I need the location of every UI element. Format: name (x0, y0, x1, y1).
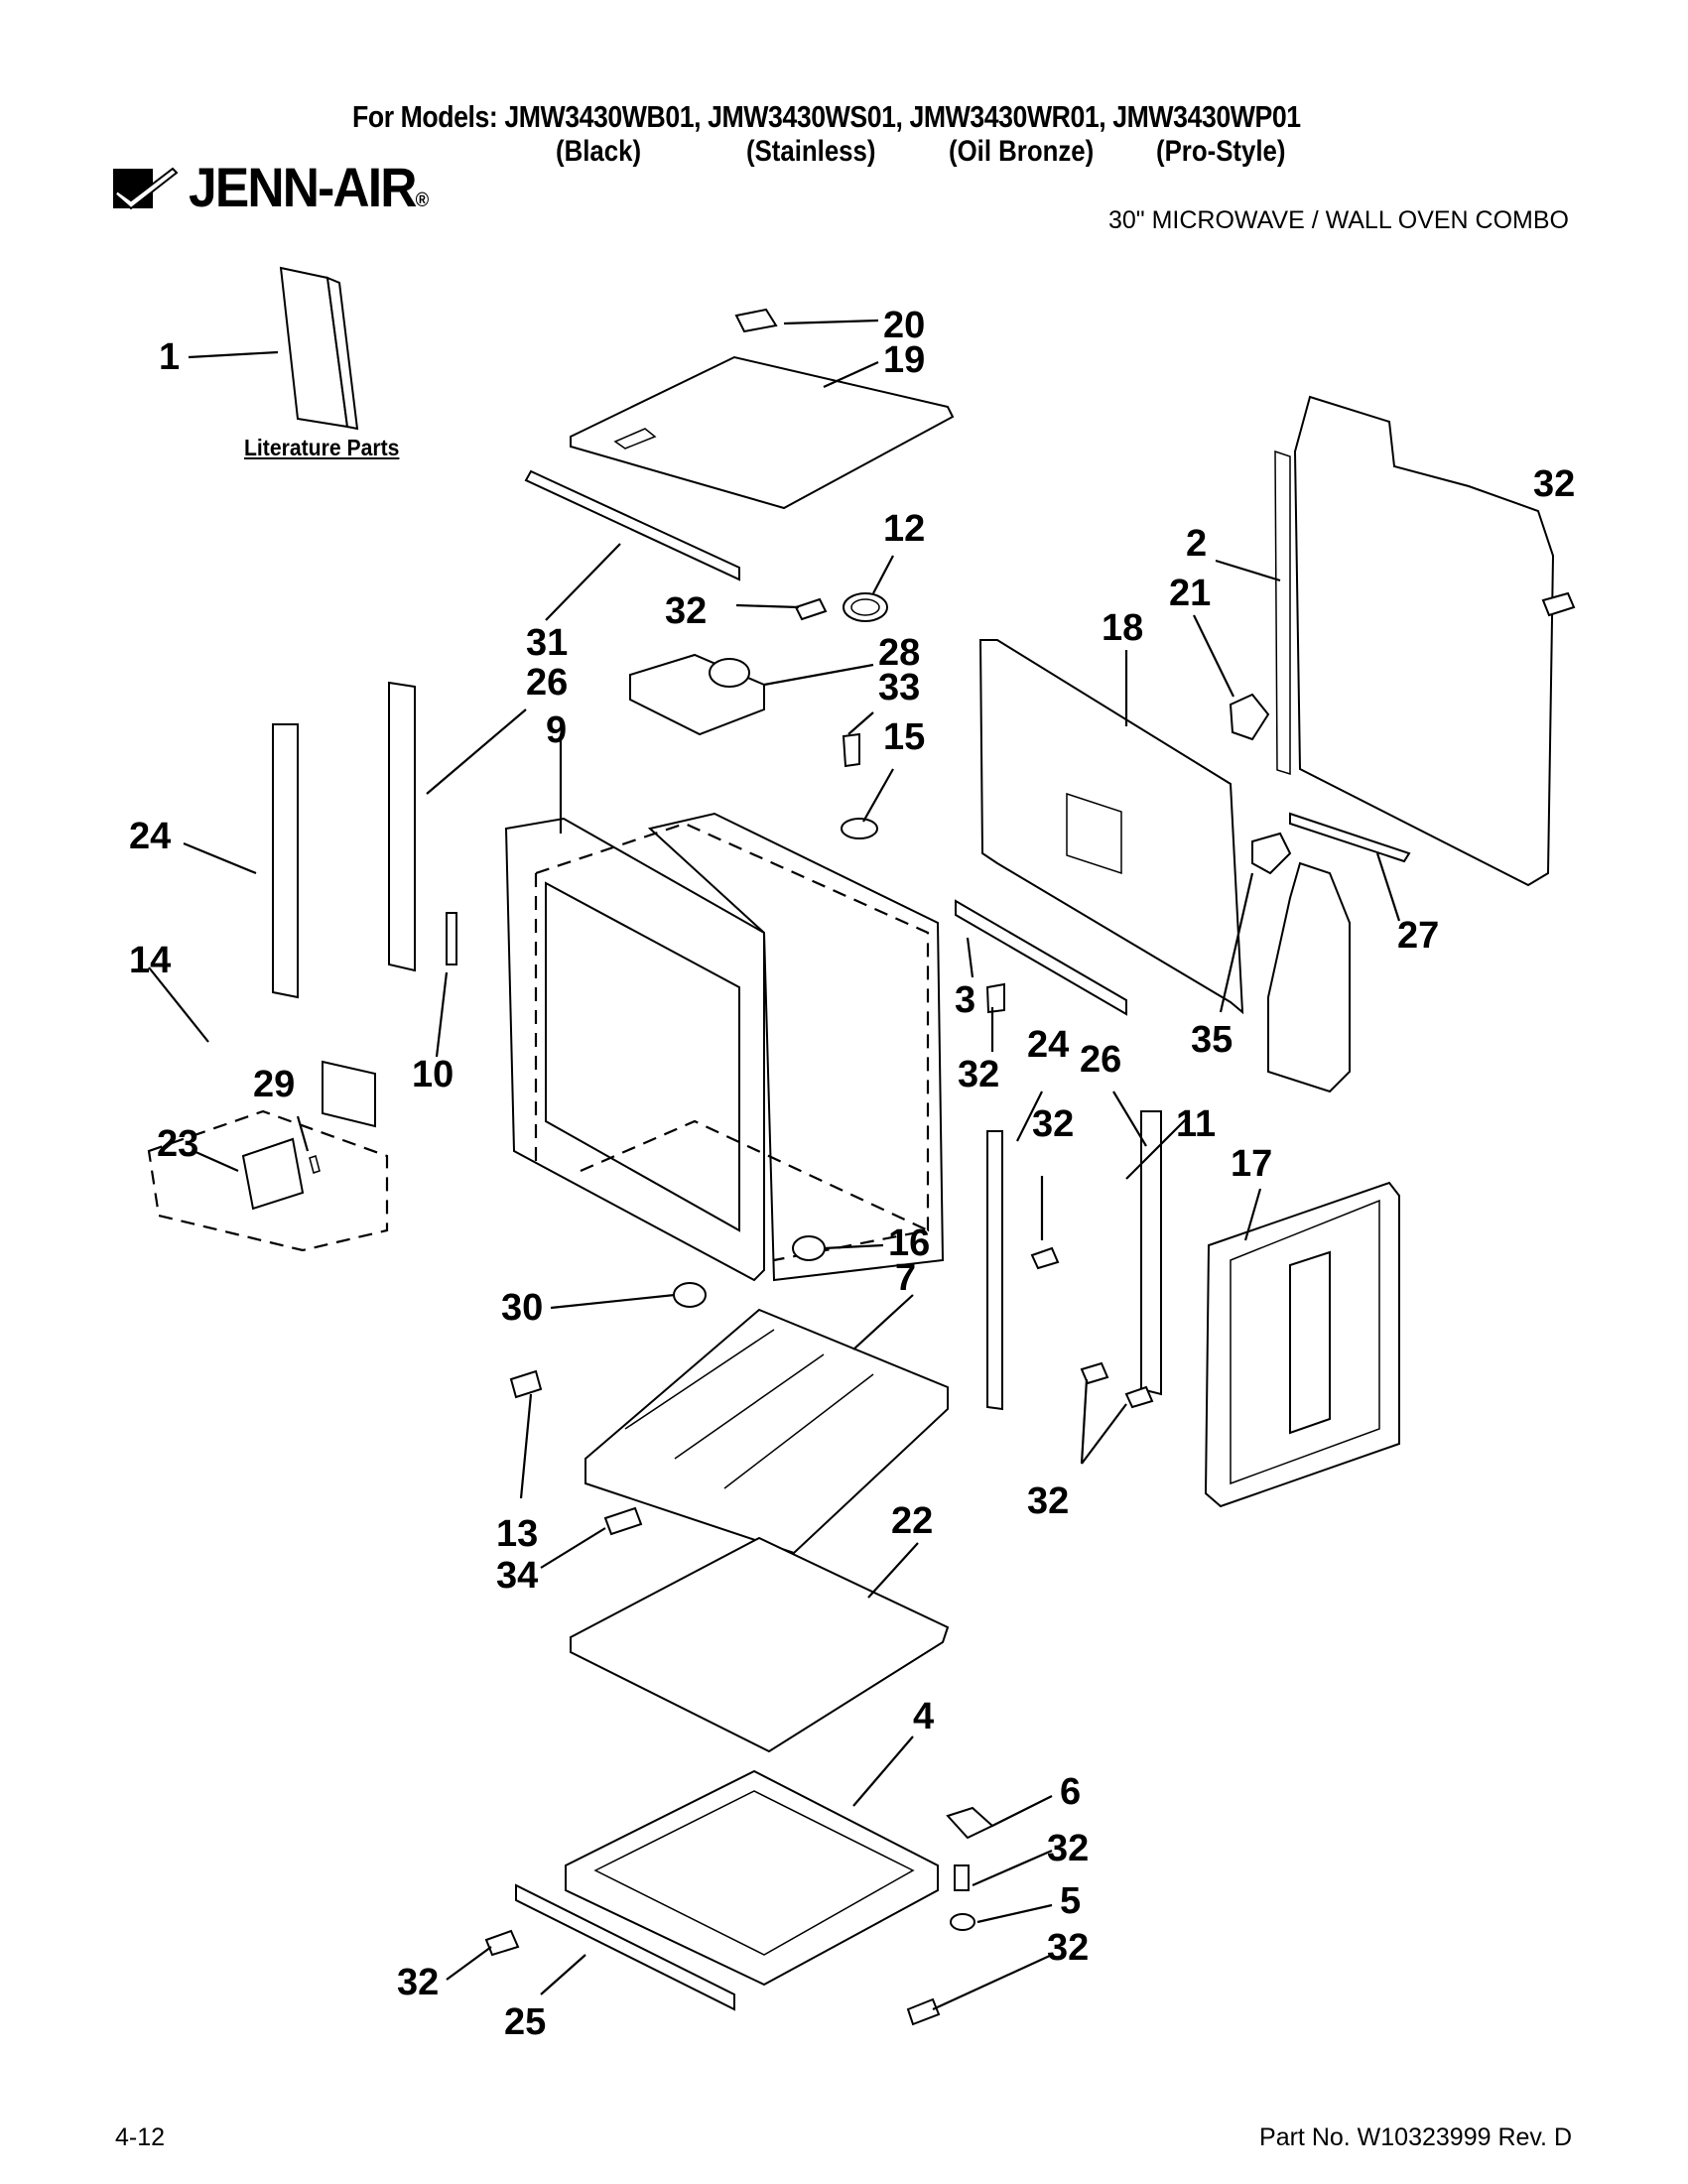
part-7-tray (584, 1308, 949, 1555)
callout-20: 20 (883, 305, 925, 346)
part-15 (841, 818, 878, 839)
callout-32e: 32 (1027, 1480, 1069, 1522)
finish-stainless: (Stainless) (746, 135, 876, 168)
part-13 (509, 1369, 543, 1399)
callout-33: 33 (878, 667, 920, 708)
part-22-plate (570, 1536, 950, 1753)
part-26-rail-left (388, 681, 416, 972)
callout-27: 27 (1397, 915, 1439, 957)
callout-5: 5 (1060, 1880, 1081, 1922)
part-number: Part No. W10323999 Rev. D (1259, 2123, 1572, 2151)
part-33-screw (842, 732, 860, 768)
screw-32 (794, 597, 828, 621)
callout-16: 16 (888, 1222, 930, 1264)
part-4-base (565, 1769, 939, 1987)
literature-parts-label: Literature Parts (244, 435, 400, 460)
part-30 (673, 1282, 707, 1308)
callout-32g: 32 (1047, 1927, 1089, 1969)
callout-6: 6 (1060, 1771, 1081, 1813)
callout-32f: 32 (1047, 1828, 1089, 1869)
part-27 (1289, 812, 1411, 863)
callout-34: 34 (496, 1555, 538, 1597)
part-20 (734, 308, 778, 333)
callout-labels: 1 20 19 32 2 12 21 18 32 31 28 26 33 9 1… (129, 305, 1575, 2043)
part-18-back-panel (978, 639, 1244, 1015)
part-2-side-panel (1274, 395, 1555, 887)
callout-7: 7 (895, 1257, 916, 1299)
callout-10: 10 (412, 1054, 454, 1095)
brand-name: JENN-AIR® (189, 156, 429, 218)
callout-32h: 32 (397, 1962, 439, 2003)
part-24-rail-right (986, 1130, 1003, 1411)
callout-22: 22 (891, 1500, 933, 1542)
page-number: 4-12 (115, 2123, 166, 2151)
callout-4: 4 (913, 1696, 934, 1737)
part-19-top-panel (570, 355, 955, 510)
callout-32c: 32 (958, 1054, 999, 1095)
part-25-rail (515, 1883, 735, 2011)
callout-21: 21 (1169, 573, 1211, 614)
callout-1: 1 (159, 336, 180, 378)
part-14-control-assembly (147, 1060, 389, 1252)
part-6 (946, 1806, 994, 1840)
models-line: For Models: JMW3430WB01, JMW3430WS01, JM… (352, 99, 1301, 134)
callout-11: 11 (1176, 1103, 1216, 1145)
part-12 (843, 592, 888, 622)
callout-35: 35 (1191, 1019, 1233, 1061)
callout-23: 23 (157, 1123, 198, 1165)
callout-19: 19 (883, 339, 925, 381)
part-10 (446, 912, 457, 965)
part-28-motor (629, 653, 765, 736)
callout-17: 17 (1231, 1143, 1272, 1185)
callout-28: 28 (878, 632, 920, 674)
part-16 (792, 1235, 826, 1261)
part-1-literature (279, 266, 359, 431)
callout-31: 31 (526, 622, 568, 664)
part-35 (1251, 832, 1292, 875)
callout-26: 26 (526, 662, 568, 704)
part-21 (1229, 693, 1270, 741)
callout-24b: 24 (1027, 1024, 1069, 1066)
callout-14: 14 (129, 940, 171, 981)
part-3-rail (955, 899, 1127, 1016)
callout-3: 3 (955, 979, 975, 1021)
callout-15: 15 (883, 716, 925, 758)
callout-12: 12 (883, 508, 925, 550)
product-subtitle: 30" MICROWAVE / WALL OVEN COMBO (1107, 206, 1569, 234)
callout-24: 24 (129, 816, 171, 857)
leader-lines (148, 319, 1401, 2010)
brand-mark-icon (113, 167, 179, 210)
callout-32d: 32 (1032, 1103, 1074, 1145)
callout-30: 30 (501, 1287, 543, 1329)
callout-26b: 26 (1080, 1039, 1121, 1081)
part-31-rail (524, 469, 740, 581)
callout-2: 2 (1186, 523, 1207, 565)
callout-9: 9 (546, 709, 567, 751)
finish-oil-bronze: (Oil Bronze) (949, 135, 1095, 168)
finish-black: (Black) (556, 135, 642, 168)
callout-18: 18 (1102, 607, 1143, 649)
callout-29: 29 (253, 1064, 295, 1105)
callout-13: 13 (496, 1513, 538, 1555)
finish-pro-style: (Pro-Style) (1156, 135, 1286, 168)
callout-32: 32 (1533, 463, 1575, 505)
part-24-rail-left (272, 723, 299, 999)
part-17-door (1204, 1181, 1400, 1508)
part-9-oven-cavity (504, 812, 945, 1282)
screws-bottom (484, 591, 1576, 2026)
screw-34 (603, 1506, 643, 1536)
part-26-rail-right (1140, 1110, 1162, 1396)
part-5 (950, 1913, 975, 1931)
callout-32b: 32 (665, 590, 707, 632)
callout-25: 25 (504, 2001, 546, 2043)
part-11 (1267, 861, 1351, 1093)
